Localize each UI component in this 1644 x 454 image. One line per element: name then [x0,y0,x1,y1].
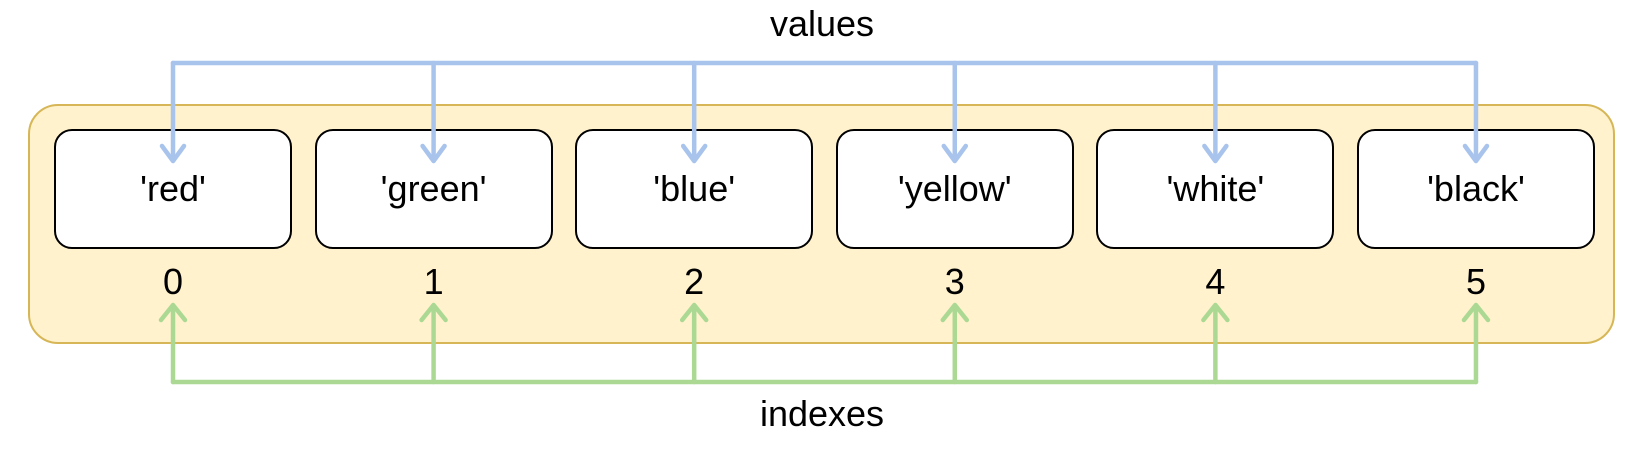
list-item-box: 'blue' [575,129,814,249]
list-item-box: 'green' [314,129,553,249]
list-item-index: 3 [944,261,965,302]
list-item-index: 5 [1465,261,1486,302]
list-container: 'red' 'green' 'blue' 'yellow' 'white' 'b… [28,104,1615,344]
list-item-index: 2 [684,261,705,302]
indexes-row: 0 1 2 3 4 5 [54,263,1595,301]
list-item-box: 'black' [1356,129,1595,249]
list-item-value: 'blue' [653,168,736,209]
list-item-box: 'white' [1096,129,1335,249]
list-item-value: 'black' [1427,168,1525,209]
list-item-value: 'white' [1166,168,1265,209]
list-item-value: 'yellow' [897,168,1012,209]
list-item-index: 0 [162,261,184,302]
list-item-box: 'yellow' [835,129,1074,249]
list-item-index: 1 [423,261,444,302]
list-item-value: 'green' [380,168,487,209]
indexes-label: indexes [759,393,885,434]
values-row: 'red' 'green' 'blue' 'yellow' 'white' 'b… [54,129,1595,249]
list-item-index: 4 [1205,261,1226,302]
list-item-value: 'red' [140,168,206,209]
list-item-box: 'red' [54,129,292,249]
values-label: values [769,3,875,44]
